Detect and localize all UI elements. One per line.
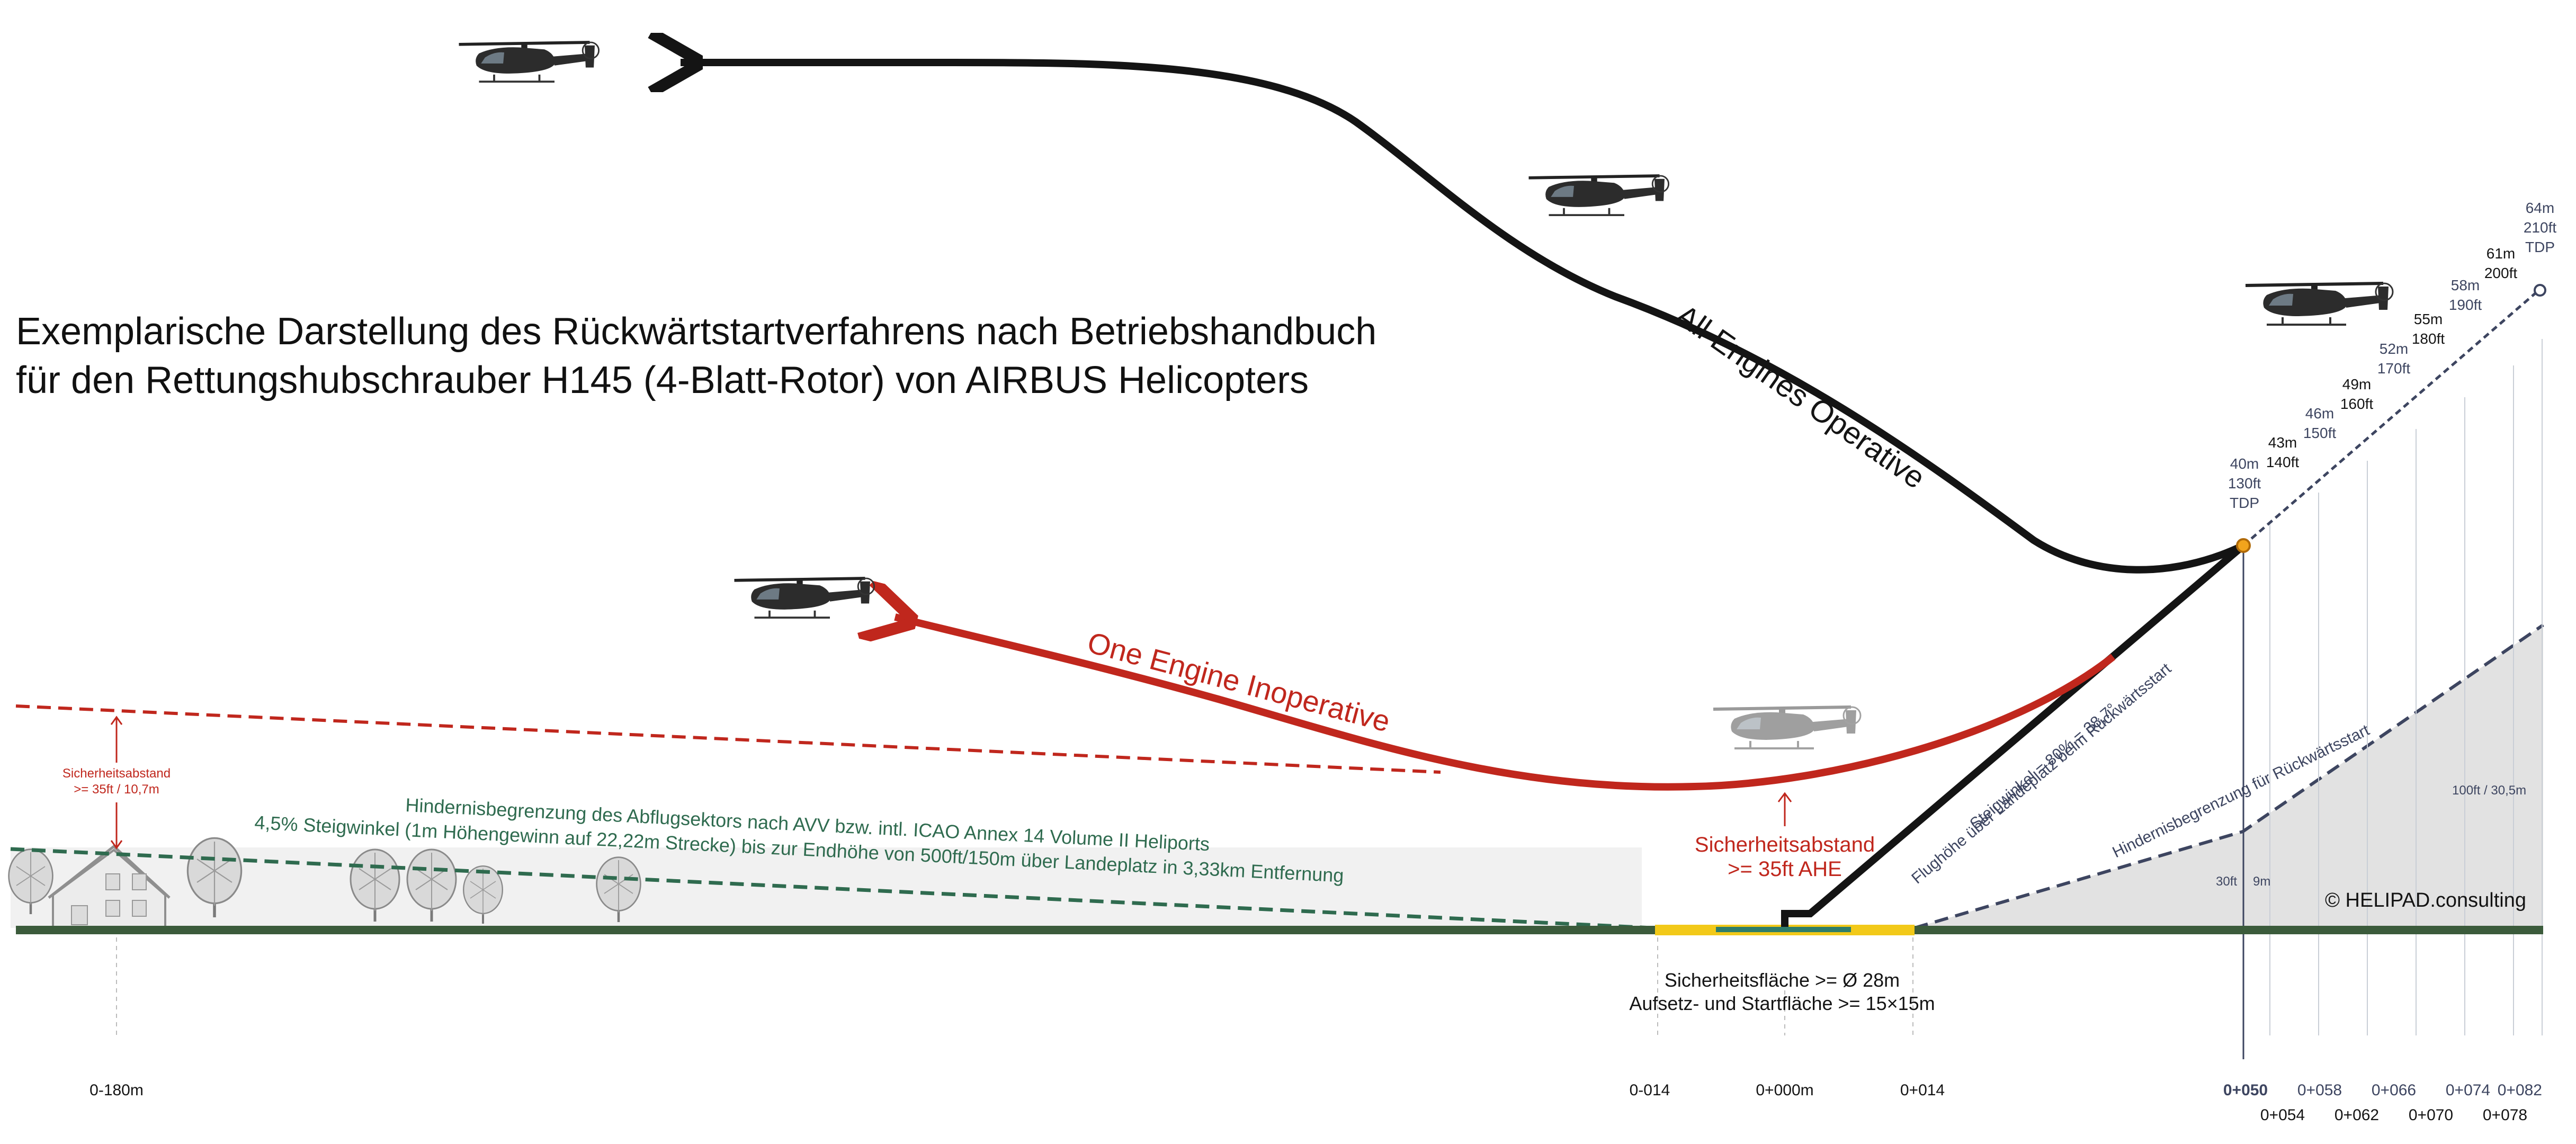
ahe-clearance-label-1: Sicherheitsabstand bbox=[1695, 833, 1875, 856]
profile-height-100: 100ft / 30,5m bbox=[2452, 783, 2526, 798]
alt-55-m: 55m bbox=[2414, 311, 2443, 327]
helicopter-icon bbox=[1529, 176, 1669, 215]
left-clearance-label-2: >= 35ft / 10,7m bbox=[74, 782, 159, 797]
touchdown-area-label: Aufsetz- und Startfläche >= 15×15m bbox=[1629, 993, 1935, 1014]
helicopter-icon bbox=[1713, 707, 1861, 748]
alt-61-m: 61m bbox=[2486, 245, 2515, 262]
station-top-3: 0+074 bbox=[2446, 1082, 2490, 1099]
ahe-clearance-label-2: >= 35ft AHE bbox=[1728, 857, 1842, 881]
station-bottom-0: 0+054 bbox=[2260, 1106, 2305, 1124]
alt-43-ft: 140ft bbox=[2266, 454, 2299, 470]
all-engines-label: All Engines Operative bbox=[1670, 298, 1931, 495]
station-top-4: 0+082 bbox=[2498, 1082, 2542, 1099]
alt-tdp40-ft: 130ft bbox=[2228, 475, 2261, 491]
left-clearance-arrow bbox=[110, 716, 123, 850]
safety-area-label: Sicherheitsfläche >= Ø 28m bbox=[1665, 969, 1900, 991]
alt-52-m: 52m bbox=[2380, 341, 2408, 357]
altitude-grid bbox=[2269, 339, 2543, 1035]
alt-43-m: 43m bbox=[2268, 434, 2297, 451]
station-bottom-3: 0+078 bbox=[2483, 1106, 2527, 1124]
station-top-1: 0+058 bbox=[2297, 1082, 2342, 1099]
alt-55-ft: 180ft bbox=[2412, 330, 2445, 347]
climb-height-label: Flughöhe über Landeplatz beim Rückwärtss… bbox=[1908, 660, 2175, 888]
all-engines-path bbox=[681, 62, 2246, 574]
helicopter-icon bbox=[2246, 283, 2393, 325]
tdp-point-high bbox=[2534, 284, 2546, 297]
station-top-2: 0+066 bbox=[2372, 1082, 2416, 1099]
page-title-line1: Exemplarische Darstellung des Rückwärtst… bbox=[16, 310, 1376, 353]
station-bottom-1: 0+062 bbox=[2334, 1106, 2379, 1124]
clearance-line bbox=[15, 704, 1441, 774]
copyright-label: © HELIPAD.consulting bbox=[2325, 889, 2526, 911]
alt-46-ft: 150ft bbox=[2303, 425, 2336, 441]
station-pad-left: 0-014 bbox=[1630, 1082, 1670, 1099]
left-clearance-label-1: Sicherheitsabstand bbox=[62, 766, 171, 781]
touchdown-area bbox=[1716, 927, 1851, 932]
tdp-point bbox=[2236, 538, 2251, 553]
alt-58-ft: 190ft bbox=[2449, 297, 2482, 313]
one-engine-path bbox=[895, 617, 2116, 791]
alt-tdp64-m: 64m bbox=[2526, 200, 2554, 216]
backward-obstacle-area bbox=[1915, 625, 2543, 928]
alt-61-ft: 200ft bbox=[2484, 265, 2517, 281]
alt-49-ft: 160ft bbox=[2340, 396, 2373, 412]
page-title-line2: für den Rettungshubschrauber H145 (4-Bla… bbox=[16, 359, 1309, 401]
alt-58-m: 58m bbox=[2451, 277, 2480, 293]
alt-52-ft: 170ft bbox=[2377, 360, 2410, 377]
station-pad-right: 0+014 bbox=[1900, 1082, 1945, 1099]
ground-line bbox=[16, 926, 2543, 934]
alt-49-m: 49m bbox=[2342, 376, 2371, 392]
station-pad-center: 0+000m bbox=[1756, 1082, 1813, 1099]
station-bottom-2: 0+070 bbox=[2409, 1106, 2453, 1124]
alt-46-m: 46m bbox=[2305, 405, 2334, 422]
station-left: 0-180m bbox=[90, 1082, 144, 1099]
alt-tdp64-ft: 210ft bbox=[2524, 219, 2556, 236]
profile-label-9m: 9m bbox=[2253, 874, 2270, 889]
station-top-0: 0+050 bbox=[2223, 1082, 2268, 1099]
helicopter-icon bbox=[735, 578, 874, 618]
ahe-clearance-arrow bbox=[1777, 792, 1792, 826]
alt-tdp64-tdp: TDP bbox=[2525, 239, 2555, 255]
one-engine-label: One Engine Inoperative bbox=[1084, 625, 1394, 738]
profile-label-30ft: 30ft bbox=[2216, 874, 2237, 889]
helicopter-icon bbox=[459, 42, 599, 82]
lift-off-path bbox=[1781, 542, 2246, 927]
house-icon bbox=[48, 844, 171, 929]
alt-tdp40-tdp: TDP bbox=[2230, 495, 2259, 511]
alt-tdp40-m: 40m bbox=[2230, 455, 2259, 472]
climb-continuation-line bbox=[2242, 289, 2541, 547]
